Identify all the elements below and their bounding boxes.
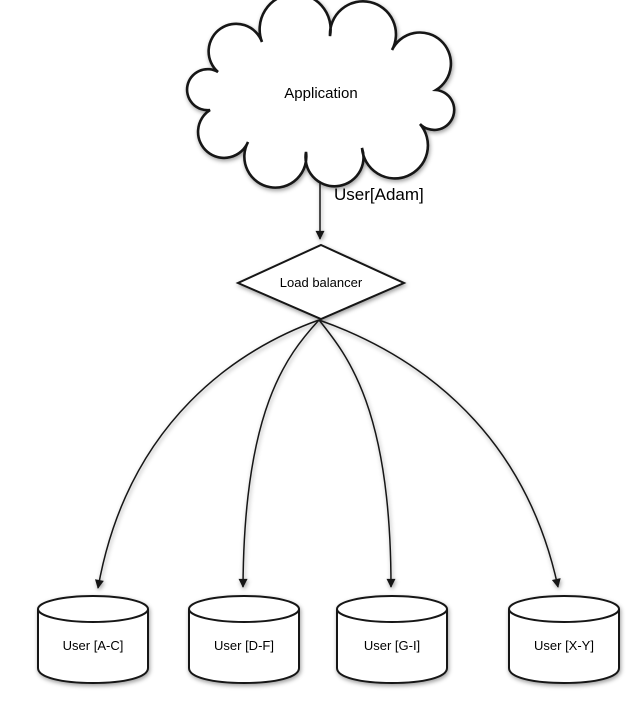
node-shard-0-label: User [A-C] — [63, 638, 124, 653]
diamond-shape — [235, 243, 407, 321]
node-application-label: Application — [284, 85, 357, 102]
edge-load-balancer-to-shard-0 — [94, 319, 320, 589]
node-shard-1-label: User [D-F] — [214, 638, 274, 653]
edge-load-balancer-to-shard-1 — [238, 319, 320, 588]
node-shard-2-label: User [G-I] — [364, 638, 420, 653]
edge-load-balancer-to-shard-3 — [318, 319, 561, 588]
edge-user-adam-label: User[Adam] — [334, 185, 424, 204]
node-load-balancer-label: Load balancer — [280, 275, 363, 290]
node-shard-3-label: User [X-Y] — [534, 638, 594, 653]
cloud-shape — [185, 0, 456, 189]
edge-load-balancer-to-shard-2 — [318, 319, 396, 588]
